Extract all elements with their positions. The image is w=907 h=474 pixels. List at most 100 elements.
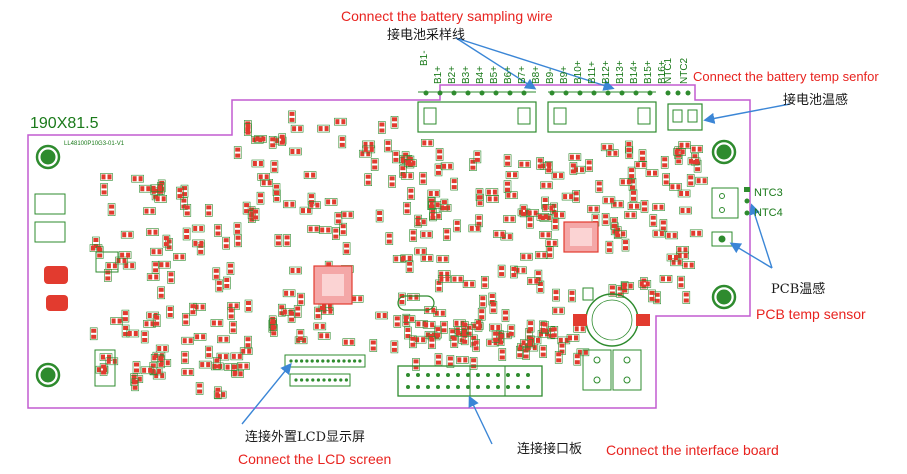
smd-component-outline — [307, 225, 320, 233]
smd-pad — [521, 211, 527, 216]
smd-pad — [103, 367, 107, 373]
smd-component-outline — [454, 329, 468, 337]
smd-pad — [691, 146, 696, 152]
smd-component-outline — [687, 157, 701, 166]
annotation-arrows — [241, 37, 791, 445]
smd-pad — [647, 170, 651, 176]
smd-pad — [235, 229, 240, 234]
smd-pad — [618, 201, 623, 207]
smd-pad — [462, 330, 467, 336]
smd-component-outline — [676, 246, 689, 254]
smd-pad — [480, 296, 486, 301]
smd-pad — [553, 173, 557, 179]
smd-pad — [270, 319, 276, 324]
smd-component-outline — [485, 188, 499, 196]
mcu-chip — [313, 265, 353, 305]
smd-component-outline — [254, 135, 267, 143]
smd-pad — [430, 322, 435, 328]
smd-pad — [258, 193, 263, 198]
smd-pad — [127, 331, 132, 336]
interface-pin — [426, 385, 430, 389]
smd-pad — [183, 314, 189, 319]
smd-component-outline — [226, 262, 235, 275]
smd-pad — [97, 253, 103, 258]
smd-pad — [290, 149, 295, 154]
smd-pad — [235, 153, 241, 158]
smd-component-outline — [230, 352, 244, 361]
smd-pad — [154, 321, 160, 326]
smd-pad — [132, 385, 138, 390]
smd-pad — [654, 298, 660, 303]
smd-component-outline — [436, 255, 450, 263]
smd-pad — [668, 255, 672, 260]
smd-pad — [107, 354, 111, 360]
smd-pad — [528, 336, 534, 341]
smd-pad — [365, 174, 371, 179]
smd-pad — [688, 175, 694, 180]
smd-pad — [411, 160, 416, 166]
smd-component-outline — [520, 252, 533, 261]
smd-pad — [528, 327, 534, 332]
smd-pad — [679, 142, 684, 148]
smd-pad — [537, 164, 543, 169]
smd-pad — [218, 336, 223, 342]
smd-pad — [466, 325, 472, 330]
smd-pad — [275, 235, 281, 240]
smd-component-outline — [605, 240, 614, 254]
smd-component-outline — [625, 146, 634, 159]
smd-pad — [150, 321, 155, 327]
smd-pad — [391, 347, 397, 352]
smd-pad — [407, 261, 413, 266]
smd-component-outline — [370, 158, 379, 171]
smd-pad — [537, 282, 543, 286]
smd-pad — [683, 298, 689, 303]
smd-pad — [284, 241, 290, 246]
smd-component-outline — [214, 386, 222, 400]
smd-pad — [151, 188, 156, 194]
smd-pad — [228, 269, 233, 274]
smd-pad — [106, 263, 111, 269]
smd-pad — [528, 278, 533, 284]
smd-pad — [289, 117, 295, 122]
smd-pad — [573, 191, 579, 196]
smd-component-outline — [339, 222, 348, 236]
smd-pad — [132, 379, 138, 384]
smd-pad — [193, 226, 198, 231]
smd-pad — [408, 173, 413, 179]
smd-pad — [410, 230, 416, 235]
smd-pad — [431, 307, 436, 313]
smd-pad — [510, 216, 515, 222]
interface-pin — [486, 373, 490, 377]
smd-pad — [124, 263, 129, 269]
smd-component-outline — [625, 140, 633, 154]
smd-component-outline — [369, 339, 378, 352]
smd-pad — [244, 363, 249, 369]
smd-component-outline — [176, 186, 184, 200]
smd-pad — [122, 317, 128, 322]
lcd-pin — [316, 378, 320, 382]
smd-pad — [223, 238, 229, 243]
smd-pad — [297, 336, 303, 341]
smd-pad — [547, 247, 553, 252]
interface-connector-pins — [406, 373, 530, 389]
smd-pad — [235, 235, 241, 240]
smd-pad — [212, 363, 217, 369]
smd-component-outline — [362, 145, 376, 154]
smd-pad — [444, 235, 450, 240]
smd-pad — [463, 357, 468, 363]
smd-component-outline — [385, 232, 394, 245]
smd-pad — [559, 343, 565, 348]
pin-label: B13+ — [615, 60, 626, 84]
smd-pad — [573, 197, 579, 202]
smd-pad — [688, 181, 694, 186]
smd-pad — [370, 346, 376, 351]
smd-component-outline — [146, 311, 159, 320]
smd-pad — [352, 296, 357, 302]
smd-pad — [343, 339, 348, 345]
smd-pad — [434, 310, 439, 316]
smd-pad — [333, 228, 339, 233]
smd-pad — [653, 170, 657, 176]
smd-component-outline — [568, 289, 576, 303]
smd-component-outline — [143, 207, 156, 215]
smd-pad — [540, 346, 546, 351]
